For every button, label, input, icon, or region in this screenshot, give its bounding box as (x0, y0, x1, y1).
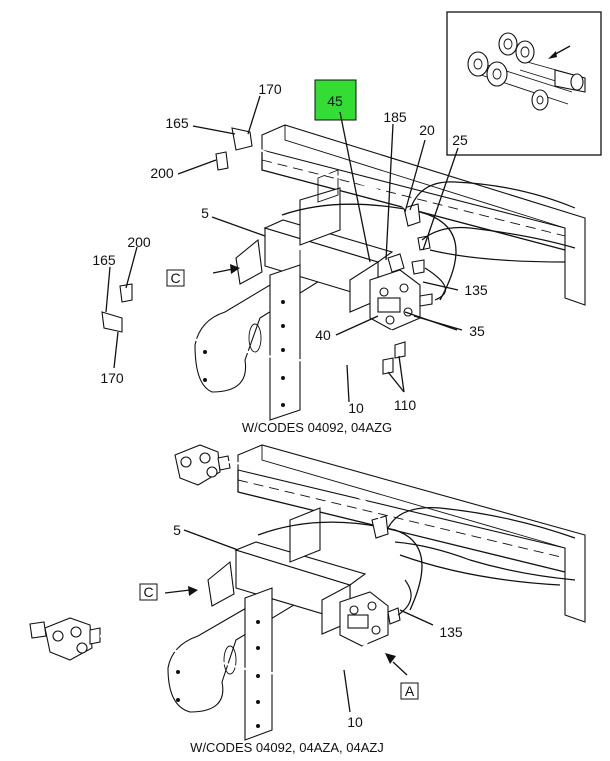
frame-rail-bottom (237, 444, 586, 623)
valve-assembly-bottom (339, 515, 401, 647)
chassis-locator-sketch (467, 32, 586, 111)
callout-165-mid[interactable]: 165 (92, 252, 116, 268)
callout-20[interactable]: 20 (419, 122, 435, 138)
callout-5-bottom[interactable]: 5 (173, 522, 181, 538)
view-ref-c-bottom[interactable]: C (143, 584, 153, 600)
arrow-a-bottom (385, 653, 396, 664)
callout-35[interactable]: 35 (469, 323, 485, 339)
callout-170-mid[interactable]: 170 (100, 370, 124, 386)
callout-10-bottom[interactable]: 10 (347, 714, 363, 730)
crossmember-bottom (167, 507, 367, 741)
callout-200-mid[interactable]: 200 (127, 234, 151, 250)
view-ref-a-bottom[interactable]: A (405, 683, 415, 699)
callout-170-top[interactable]: 170 (258, 81, 282, 97)
callout-110[interactable]: 110 (394, 397, 417, 413)
caption-bottom-view: W/CODES 04092, 04AZA, 04AZJ (190, 740, 384, 755)
air-lines-bottom (99, 460, 576, 675)
view-ref-c-top[interactable]: C (170, 270, 180, 286)
leader-lines-bottom (164, 529, 434, 713)
crossmember-top (194, 169, 394, 421)
frame-rail-top (261, 124, 586, 306)
suspension-arc-bottom (257, 521, 423, 611)
view-ref-box-c-bottom[interactable] (139, 583, 158, 601)
callout-200-top[interactable]: 200 (150, 165, 174, 181)
fittings-bottom (207, 560, 235, 607)
callout-185[interactable]: 185 (383, 109, 407, 125)
remote-valve-top-left (174, 444, 231, 486)
remote-valve-bottom-left (29, 617, 101, 661)
locator-arrow (548, 51, 557, 59)
arrow-c-top (230, 264, 240, 274)
leader-lines-top (105, 95, 463, 403)
callout-40[interactable]: 40 (315, 327, 331, 343)
callout-135-top[interactable]: 135 (464, 282, 488, 298)
valve-assembly-top (369, 203, 433, 375)
callout-10-top[interactable]: 10 (348, 400, 364, 416)
callout-45[interactable]: 45 (327, 93, 343, 109)
top-view: 45 170 165 200 185 2 (92, 79, 586, 435)
arrow-c-bottom (188, 586, 198, 596)
callout-25[interactable]: 25 (452, 132, 468, 148)
fittings-top (101, 127, 263, 333)
inset-frame (446, 11, 602, 156)
locator-inset (446, 11, 602, 156)
highlight-box-45[interactable] (314, 79, 357, 121)
view-ref-box-c-top[interactable] (166, 269, 185, 287)
suspension-arc-top (281, 203, 457, 301)
view-ref-box-a-bottom[interactable] (400, 682, 419, 700)
bottom-view: 5 135 10 C A W/CODES 04092, 04AZA, 04AZJ (29, 444, 586, 755)
callout-165-top[interactable]: 165 (165, 115, 189, 131)
callout-135-bottom[interactable]: 135 (439, 624, 463, 640)
callout-5-top[interactable]: 5 (201, 205, 209, 221)
caption-top-view: W/CODES 04092, 04AZG (242, 420, 392, 435)
